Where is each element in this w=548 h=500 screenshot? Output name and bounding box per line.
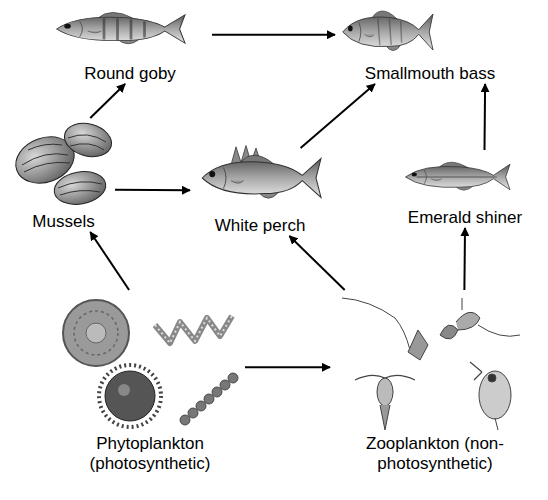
feeding-arrow bbox=[484, 84, 487, 150]
organism-label: Zooplankton (non-photosynthetic) bbox=[330, 434, 540, 474]
organism-label: Smallmouth bass bbox=[365, 64, 495, 84]
organism-label: Round goby bbox=[84, 64, 176, 84]
feeding-arrow bbox=[212, 34, 335, 36]
organism-node: Smallmouth bass bbox=[335, 2, 525, 84]
feeding-arrow bbox=[463, 228, 466, 290]
feeding-arrow bbox=[90, 232, 129, 290]
zooplankton-animals bbox=[342, 298, 520, 430]
organism-node: White perch bbox=[190, 148, 330, 236]
feeding-arrow bbox=[115, 189, 190, 191]
white-perch-fish bbox=[202, 146, 321, 199]
organism-node: Mussels bbox=[12, 118, 115, 232]
phytoplankton-cells bbox=[63, 300, 238, 427]
mussels-shells bbox=[9, 118, 115, 208]
organism-label: Emerald shiner bbox=[408, 208, 522, 228]
feeding-arrow bbox=[245, 366, 330, 368]
feeding-arrow bbox=[90, 84, 125, 118]
emerald-shiner-fish bbox=[406, 162, 511, 190]
organism-node: Zooplankton (non-photosynthetic) bbox=[330, 290, 540, 474]
feeding-arrow bbox=[301, 84, 375, 148]
smallmouth-bass-fish bbox=[343, 11, 433, 51]
organism-label: Mussels bbox=[32, 212, 94, 232]
round-goby-fish bbox=[57, 12, 185, 43]
organism-label: Phytoplankton (photosynthetic) bbox=[55, 434, 245, 474]
organism-label: White perch bbox=[215, 216, 306, 236]
feeding-arrow bbox=[289, 236, 344, 290]
organism-node: Phytoplankton (photosynthetic) bbox=[55, 290, 245, 474]
organism-node: Round goby bbox=[48, 2, 212, 84]
organism-node: Emerald shiner bbox=[390, 150, 540, 228]
